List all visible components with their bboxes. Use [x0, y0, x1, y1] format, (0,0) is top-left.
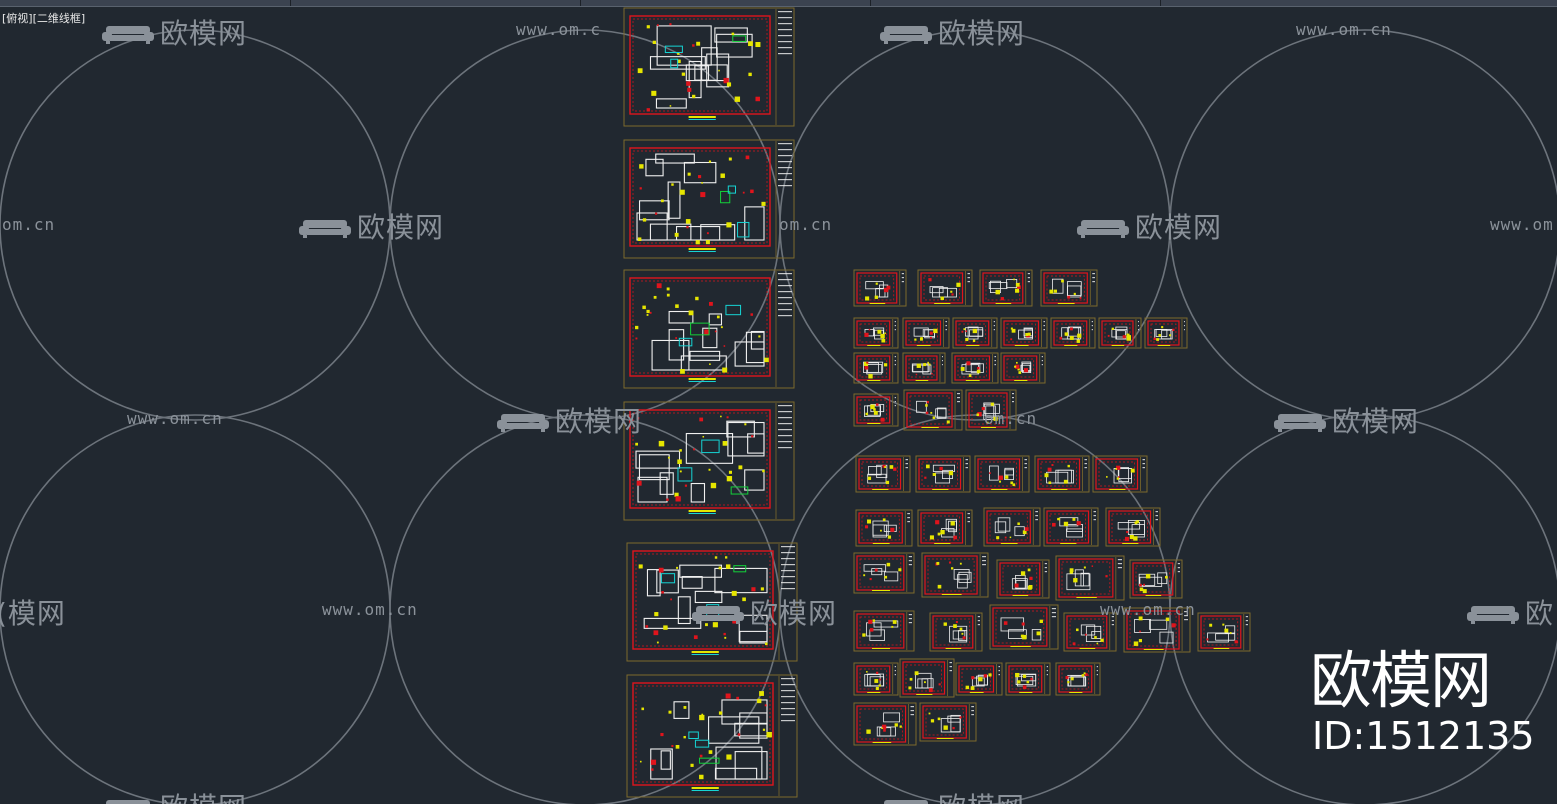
detail-sheet: [853, 662, 899, 696]
detail-sheet: [1129, 559, 1183, 599]
detail-sheet: [974, 455, 1030, 493]
detail-sheet: [965, 389, 1017, 431]
detail-sheet: [915, 455, 971, 493]
detail-sheet: [1055, 555, 1125, 601]
detail-sheet: [899, 658, 955, 698]
watermark-brand-large: 欧模网: [1310, 644, 1492, 717]
watermark-id: ID:1512135: [1312, 714, 1535, 758]
detail-sheet: [1144, 317, 1188, 349]
detail-sheet: [979, 269, 1033, 307]
detail-sheet: [951, 352, 999, 384]
detail-sheet: [902, 352, 946, 384]
detail-sheet: [1034, 455, 1090, 493]
detail-sheet: [855, 455, 911, 493]
detail-sheet: [989, 604, 1059, 650]
detail-sheet: [1197, 612, 1251, 652]
detail-sheet: [919, 702, 977, 742]
detail-sheet: [996, 559, 1050, 599]
floor-plan-sheet: [623, 269, 795, 389]
floor-plan-sheet: [623, 7, 795, 127]
floor-plan-sheet: [623, 401, 795, 521]
detail-sheet: [855, 509, 913, 547]
detail-sheet: [853, 352, 899, 384]
detail-sheet: [1043, 507, 1099, 547]
viewport-top-edge: [0, 0, 1557, 7]
detail-sheet: [902, 317, 950, 349]
detail-sheet: [853, 552, 915, 594]
detail-sheet: [903, 389, 963, 431]
detail-sheet: [1005, 662, 1051, 696]
detail-sheet: [983, 507, 1041, 547]
detail-sheet: [1055, 662, 1101, 696]
detail-sheet: [853, 317, 899, 349]
detail-sheet: [917, 269, 973, 307]
view-controls-label[interactable]: [俯视][二维线框]: [2, 12, 86, 25]
detail-sheet: [853, 269, 907, 307]
detail-sheet: [955, 662, 1003, 696]
detail-sheet: [1105, 507, 1161, 547]
detail-sheet: [1040, 269, 1098, 307]
detail-sheet: [1092, 455, 1148, 493]
detail-sheet: [1000, 317, 1048, 349]
detail-sheet: [853, 393, 899, 427]
detail-sheet: [1000, 352, 1046, 384]
floor-plan-sheet: [623, 139, 795, 259]
detail-sheet: [1123, 607, 1191, 653]
floor-plan-sheet: [626, 674, 798, 798]
floor-plan-sheet: [626, 542, 798, 662]
detail-sheet: [929, 612, 983, 652]
detail-sheet: [853, 610, 915, 652]
detail-sheet: [1098, 317, 1142, 349]
detail-sheet: [952, 317, 998, 349]
detail-sheet: [853, 702, 917, 746]
detail-sheet: [1063, 612, 1117, 652]
detail-sheet: [917, 509, 973, 547]
detail-sheet: [1050, 317, 1096, 349]
detail-sheet: [921, 552, 989, 598]
